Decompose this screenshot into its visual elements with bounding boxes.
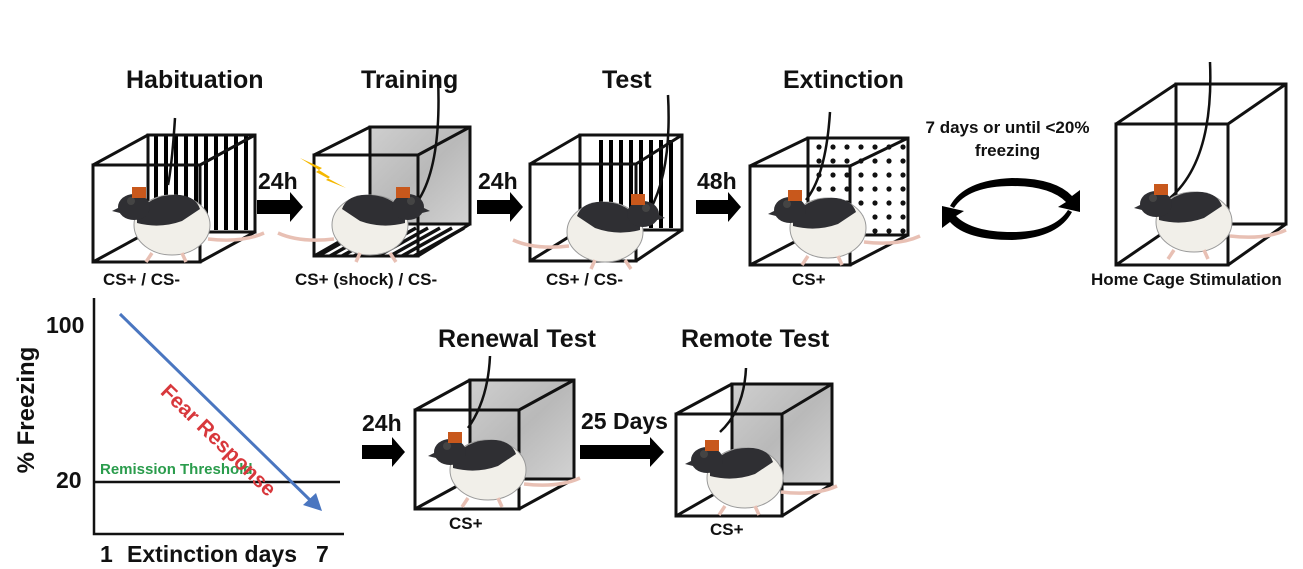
plot-ytick-20: 20 xyxy=(56,467,82,493)
interval-3: 48h xyxy=(697,168,737,194)
stage-title-training: Training xyxy=(361,66,459,94)
test-cage xyxy=(511,94,684,271)
renewal-cage xyxy=(413,355,582,511)
arrow-3 xyxy=(696,192,741,222)
arrow-4 xyxy=(362,437,405,467)
stage-title-remote: Remote Test xyxy=(681,325,830,353)
training-cage xyxy=(276,77,472,264)
plot-ytick-100: 100 xyxy=(46,312,85,338)
interval-1: 24h xyxy=(258,168,298,194)
loop-note: 7 days or until <20% freezing xyxy=(925,118,1090,160)
threshold-label: Remission Threshold xyxy=(100,461,253,478)
interval-2: 24h xyxy=(478,168,518,194)
cycle-icon xyxy=(942,178,1080,240)
remote-cage xyxy=(674,367,839,518)
plot-axes xyxy=(92,298,344,536)
stage-sub-home-cage: Home Cage Stimulation xyxy=(1091,270,1282,289)
stage-sub-test: CS+ / CS- xyxy=(546,270,623,289)
home-cage xyxy=(1114,61,1288,267)
interval-4: 24h xyxy=(362,410,402,436)
arrow-1 xyxy=(257,192,303,222)
arrow-5 xyxy=(580,437,664,467)
habituation-cage xyxy=(91,117,266,264)
plot-xend: 7 xyxy=(316,541,329,567)
stage-sub-renewal: CS+ xyxy=(449,514,483,533)
stage-title-extinction: Extinction xyxy=(783,66,904,94)
fear-trend-arrow xyxy=(118,312,314,504)
interval-5: 25 Days xyxy=(581,408,668,434)
freezing-plot xyxy=(92,298,344,536)
shock-bolt xyxy=(300,158,346,188)
plot-xstart: 1 xyxy=(100,541,113,567)
stage-sub-remote: CS+ xyxy=(710,520,744,539)
extinction-cage xyxy=(748,111,922,267)
stage-sub-training: CS+ (shock) / CS- xyxy=(295,270,438,289)
stage-sub-extinction: CS+ xyxy=(792,270,826,289)
stage-title-habituation: Habituation xyxy=(126,66,264,94)
stage-sub-habituation: CS+ / CS- xyxy=(103,270,180,289)
stage-title-test: Test xyxy=(602,66,652,94)
stage-title-renewal: Renewal Test xyxy=(438,325,596,353)
fear-trend-arrowhead xyxy=(303,493,322,511)
plot-xlabel: Extinction days xyxy=(127,541,297,567)
plot-ylabel: % Freezing xyxy=(13,346,40,474)
arrow-2 xyxy=(477,192,523,222)
